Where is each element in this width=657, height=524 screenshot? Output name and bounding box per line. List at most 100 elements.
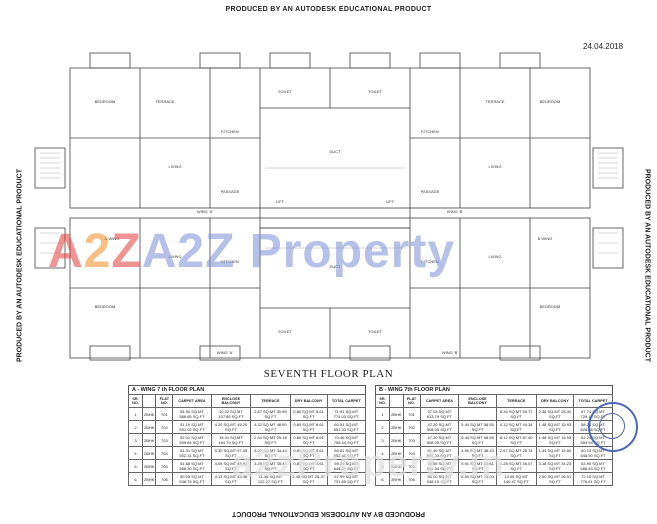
column-header [389, 394, 404, 408]
a-wing-area-table: A - WING 7 th FLOOR PLAN SR. NO. FLAT NO.… [128, 385, 367, 486]
table-cell: 1.44 SQ.MT 15.50 SQ.FT [535, 446, 575, 460]
wing-label: WING 'A' [197, 209, 213, 214]
column-header: DRY BALCONY [289, 394, 328, 408]
room-label: DUCT [329, 264, 341, 269]
room-label: LIVING [168, 254, 181, 259]
table-cell: 5.44 SQ.MT 58.55 SQ.FT [458, 420, 497, 434]
room-label: BEDROOM [540, 304, 561, 309]
table-cell: 2BHK [389, 472, 404, 486]
column-header: DRY BALCONY [535, 394, 575, 408]
table-cell: 54.50 SQ.MT 586.65 SQ.FT [172, 407, 212, 421]
table-cell: 0.80 SQ.MT 8.61 SQ.FT [289, 407, 328, 421]
table-cell: 71.91 SQ.MT 774.03 SQ.FT [326, 407, 367, 421]
table-cell: 702 [402, 420, 421, 434]
room-label: KITCHEN [221, 259, 239, 264]
architect-stamp [588, 402, 638, 452]
room-label: LIFT [386, 199, 395, 204]
table-cell: 13.05 SQ.MT 140.47 SQ.FT [495, 472, 537, 486]
table-cell: 57.03 SQ.MT 613.79 SQ.FT [419, 407, 460, 421]
room-label: LIFT [276, 199, 285, 204]
table-cell: 2BHK [141, 433, 157, 447]
table-cell: 5.30 SQ.MT 57.05 SQ.FT [210, 446, 252, 460]
table-cell: 703 [155, 433, 174, 447]
column-header: TOTAL CARPET [326, 394, 367, 408]
table-cell: 2.87 SQ.MT 30.89 SQ.FT [250, 407, 291, 421]
table-cell: 4 [128, 446, 143, 460]
table-cell: 52.01 SQ.MT 559.84 SQ.FT [172, 433, 212, 447]
b-wing-table-title: B - WING 7th FLOOR PLAN [375, 385, 613, 394]
table-cell: 4.12 SQ.MT 44.34 SQ.FT [495, 420, 537, 434]
room-label: BEDROOM [540, 99, 561, 104]
table-cell: 72.15 SQ.MT 776.61 SQ.FT [573, 472, 613, 486]
table-cell: 2BHK [141, 472, 157, 486]
floor-plan-drawing: WING 'A' WING 'B' A-WING B WING WING 'A'… [34, 52, 624, 361]
room-label: TERRACE [155, 99, 174, 104]
column-header: FLAT NO. [155, 394, 174, 408]
table-cell: 51.31 SQ.MT 552.31 SQ.FT [172, 446, 212, 460]
room-label: KITCHEN [221, 129, 239, 134]
room-label: LIVING [168, 164, 181, 169]
table-cell: 701 [155, 407, 174, 421]
table-cell: 2.45 SQ.MT 26.37 SQ.FT [289, 472, 328, 486]
column-header: SR. NO. [374, 394, 391, 408]
table-cell: 1 [374, 407, 391, 421]
table-cell: 11.36 SQ.MT 122.27 SQ.FT [250, 472, 291, 486]
table-cell: 2 [374, 420, 391, 434]
table-cell: 0.80 SQ.MT 8.61 SQ.FT [289, 420, 328, 434]
room-label: TOILET [278, 89, 292, 94]
column-header [141, 394, 157, 408]
table-cell: 60.51 SQ.MT 651.33 SQ.FT [326, 420, 367, 434]
table-cell: 2BHK [389, 433, 404, 447]
table-cell: 703 [402, 433, 421, 447]
wing-label: B WING [538, 236, 553, 241]
table-cell: 2BHK [389, 420, 404, 434]
table-cell: 6 [128, 472, 143, 486]
table-cell: 2BHK [141, 459, 157, 473]
a2z-watermark: A2ZA2Z Property [48, 225, 456, 278]
autodesk-notice-top: PRODUCED BY AN AUTODESK EDUCATIONAL PROD… [225, 6, 432, 13]
table-cell: 1.48 SQ.MT 15.93 SQ.FT [535, 420, 575, 434]
column-header: CARPET AREA [419, 394, 460, 408]
table-cell: 8.34 SQ.MT 89.77 SQ.FT [495, 407, 537, 421]
wing-label: WING 'B' [442, 350, 458, 355]
table-cell: 4.32 SQ.MT 46.50 SQ.FT [250, 420, 291, 434]
drawing-date: 24.04.2018 [583, 42, 624, 51]
table-cell: 2 [128, 420, 143, 434]
column-header: TERRACE [495, 394, 537, 408]
table-cell: 2.36 SQ.MT 25.40 SQ.FT [535, 407, 575, 421]
table-cell: 10.02 SQ.MT 107.85 SQ.FT [210, 407, 252, 421]
table-cell: 2.50 SQ.MT 26.91 SQ.FT [535, 472, 575, 486]
table-cell: 6.60 SQ.MT 71.04 SQ.FT [458, 472, 497, 486]
table-cell: 3.18 SQ.MT 34.23 SQ.FT [535, 459, 575, 473]
table-cell: 2BHK [141, 407, 157, 421]
wing-label: A-WING [105, 236, 120, 241]
room-label: KITCHEN [421, 129, 439, 134]
table-cell: 2BHK [389, 407, 404, 421]
plan-title: SEVENTH FLOOR PLAN [263, 368, 394, 380]
a-wing-table-title: A - WING 7 th FLOOR PLAN [128, 385, 366, 394]
table-cell: 63.96 SQ.MT 688.45 SQ.FT [573, 459, 613, 473]
a2z-watermark-text: A2Z Property [141, 225, 456, 278]
column-header: TERRACE [250, 394, 291, 408]
table-cell [458, 407, 497, 421]
wing-label: WING 'A' [217, 350, 233, 355]
room-label: LIVING [488, 254, 501, 259]
room-label: KITCHEN [421, 259, 439, 264]
table-cell: 51.68 SQ.MT 556.30 SQ.FT [172, 459, 212, 473]
autodesk-notice-left: PRODUCED BY AN AUTODESK EDUCATIONAL PROD… [16, 168, 24, 363]
room-label: TERRACE [485, 99, 504, 104]
table-cell: 706 [155, 472, 174, 486]
table-cell: 704 [155, 446, 174, 460]
room-label: PASSAGE [221, 189, 240, 194]
table-cell: 50.05 SQ.MT 538.75 SQ.FT [172, 472, 212, 486]
table-cell: 4.20 SQ.MT 45.20 SQ.FT [210, 420, 252, 434]
column-header: SR. NO. [128, 394, 143, 408]
table-cell: 67.99 SQ.MT 731.85 SQ.FT [326, 472, 367, 486]
